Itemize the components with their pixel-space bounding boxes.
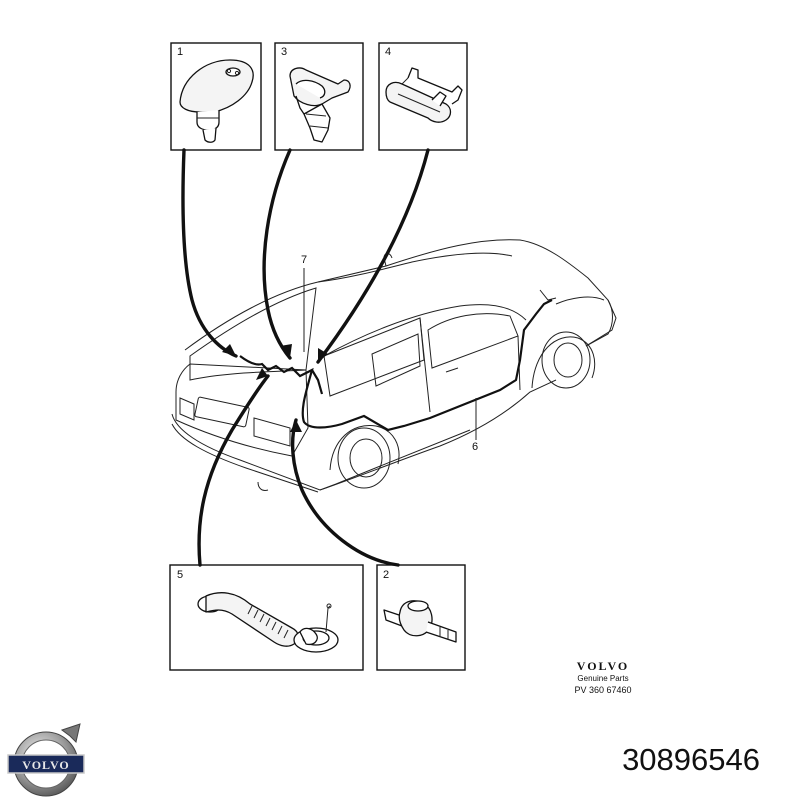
arrowhead-4 (318, 348, 328, 362)
detail-box-3[interactable]: 3 (274, 42, 364, 151)
callout-6: 6 (472, 441, 478, 453)
part-number: 30896546 (622, 742, 760, 777)
washer-hose-route (239, 299, 553, 432)
detail-box-2[interactable]: 2 (376, 564, 466, 671)
callout-2: 2 (383, 569, 389, 581)
brand-subtitle: Genuine Parts (577, 674, 629, 683)
diagram-reference: PV 360 67460 (574, 685, 632, 695)
callout-7: 7 (301, 254, 307, 266)
hose-grommet-icon (197, 592, 339, 653)
callout-5: 5 (177, 569, 183, 581)
arrowhead-1 (222, 344, 236, 356)
leader-lines (181, 148, 477, 567)
check-valve-icon (383, 600, 457, 643)
detail-box-5[interactable]: 5 (169, 564, 364, 671)
logo-lettering: VOLVO (22, 758, 69, 772)
arrowhead-2 (290, 420, 302, 432)
volvo-logo-icon: VOLVO (7, 723, 85, 797)
callout-4: 4 (385, 46, 391, 58)
arrowhead-5 (256, 368, 268, 380)
hose-clip-icon (289, 67, 351, 143)
callout-1: 1 (177, 46, 183, 58)
washer-nozzle-icon (179, 59, 254, 143)
brand-block: VOLVO Genuine Parts PV 360 67460 (548, 660, 658, 696)
detail-box-4[interactable]: 4 (378, 42, 468, 151)
hose-clamp-icon (385, 67, 463, 123)
brand-name: VOLVO (576, 659, 630, 673)
callout-3: 3 (281, 46, 287, 58)
detail-box-1[interactable]: 1 (170, 42, 262, 151)
arrowhead-3 (280, 344, 292, 358)
estate-car-outline (171, 239, 617, 493)
